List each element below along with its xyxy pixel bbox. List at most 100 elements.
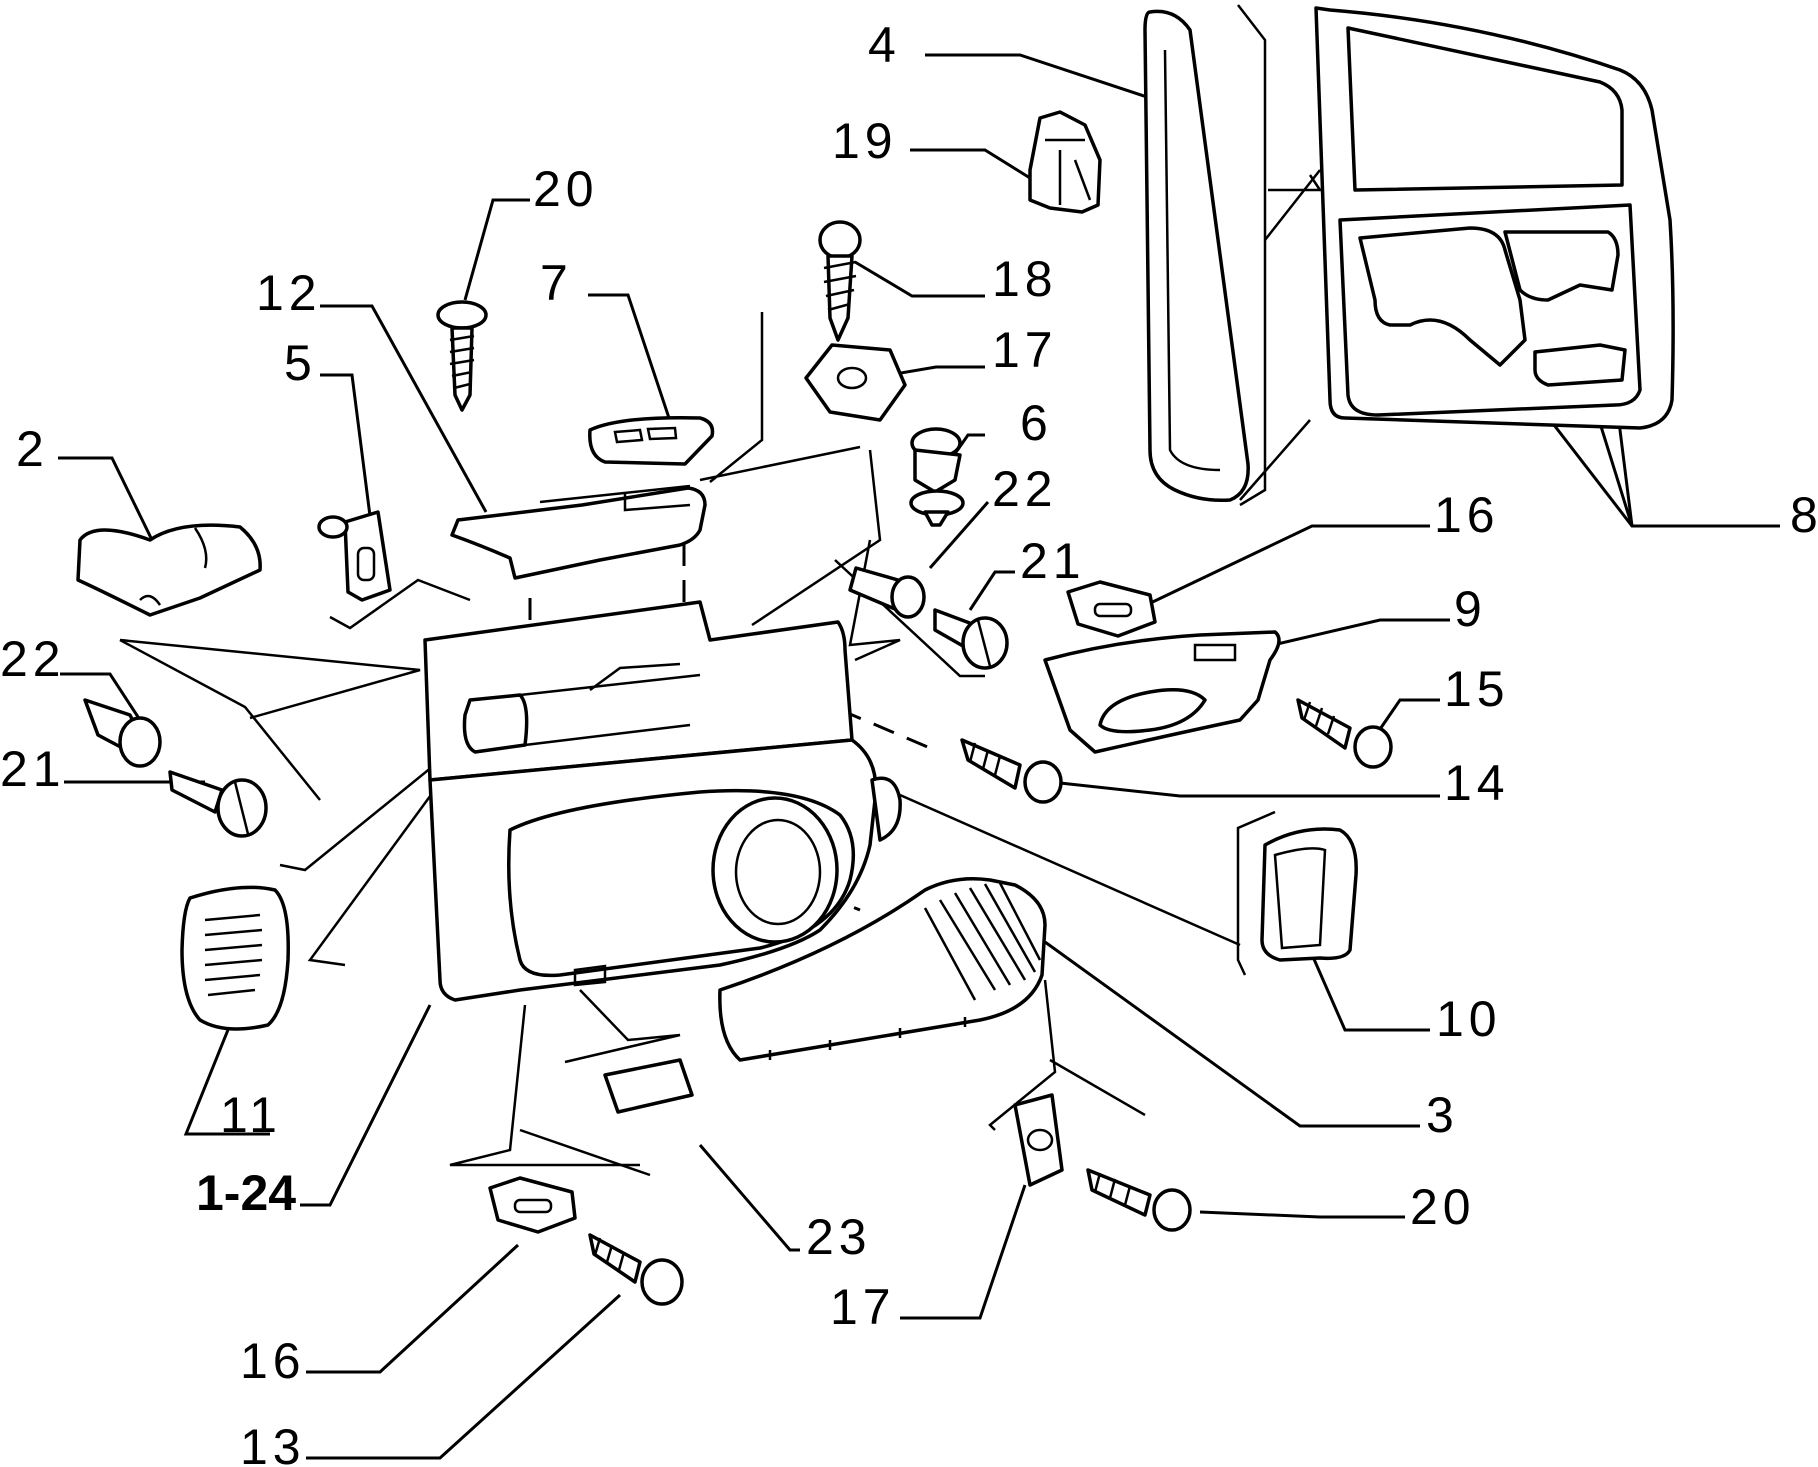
screw-21-right-slot: [976, 619, 992, 667]
screw-18-head: [818, 220, 862, 260]
guide-3-lines: [988, 979, 1057, 1131]
screw-20-head: [436, 300, 488, 330]
part-labels: 4 19 20 18 12 7 17 5 6 2 22 16 21 8 9 22…: [0, 17, 1818, 1467]
label-14: 14: [1444, 755, 1510, 811]
trim-3-body: [718, 877, 1047, 1062]
screw-13-thread: [593, 1237, 626, 1271]
label-23: 23: [806, 1209, 872, 1265]
leader-1-24: [300, 1004, 432, 1207]
label-1-24: 1-24: [196, 1165, 296, 1221]
leader-3: [1044, 940, 1420, 1128]
panel-speaker-inner: [734, 818, 822, 926]
screw-14-shank: [960, 738, 1022, 790]
part-21-screw-left: [168, 770, 268, 838]
part-22-pin-left: [83, 698, 162, 768]
leader-5: [320, 373, 372, 517]
screw-20-thread: [449, 334, 475, 390]
part-11-speaker-grille: [180, 885, 290, 1031]
clip-5-body: [343, 510, 392, 602]
panel-armrest-detail: [519, 662, 701, 747]
label-9: 9: [1454, 581, 1487, 637]
label-10: 10: [1436, 991, 1502, 1047]
part-1-24-door-panel: [423, 600, 902, 1002]
bezel-9-recess: [1098, 688, 1207, 734]
clip-6-stem: [913, 448, 962, 494]
guide-left-bracket: [329, 578, 471, 630]
trim-3-hatch: [923, 882, 1042, 1001]
panel-armrest-cap: [462, 693, 529, 754]
clip-19-body: [1028, 110, 1102, 214]
nut-17-bottom-body: [1013, 1093, 1064, 1187]
leader-2: [58, 456, 154, 541]
part-9-handle-bezel: [1043, 630, 1281, 754]
label-2: 2: [16, 421, 49, 477]
part-23-pad: [603, 1058, 694, 1114]
armrest-12-top: [539, 484, 691, 512]
grille-11-slots: [204, 913, 263, 997]
label-6: 6: [1020, 395, 1053, 451]
clip-16-top-slot: [1093, 602, 1133, 618]
guide-left-cross: [119, 638, 421, 720]
grille-11-body: [180, 885, 290, 1031]
weatherstrip-edge: [1237, 4, 1267, 507]
label-13: 13: [240, 1419, 306, 1467]
weatherstrip-inner: [1163, 49, 1221, 472]
part-7-switch-bezel: [588, 416, 715, 466]
leader-16-bottom: [306, 1243, 520, 1374]
label-16-top: 16: [1434, 487, 1500, 543]
guide-bottom-23: [564, 989, 681, 1064]
part-10-grommet: [1260, 827, 1358, 962]
screw-15-shank: [1296, 698, 1352, 750]
door-frame-window: [1346, 26, 1624, 192]
panel-bottom-lip: [573, 964, 607, 987]
guide-top-center: [699, 445, 861, 482]
part-17-nut-top: [804, 343, 907, 422]
label-20-bottom: 20: [1410, 1179, 1476, 1235]
screw-15-head: [1353, 725, 1393, 769]
leader-11: [183, 999, 270, 1136]
leader-7: [588, 293, 674, 428]
label-17-top: 17: [992, 322, 1058, 378]
label-16-bottom: 16: [240, 1333, 306, 1389]
leader-20-top: [463, 198, 530, 301]
part-21-screw-right: [933, 608, 1009, 670]
screw-20-bottom-thread: [1093, 1172, 1132, 1206]
screw-14-thread: [968, 742, 1002, 776]
part-15-screw: [1296, 698, 1393, 769]
label-4: 4: [868, 17, 901, 73]
cover-2-body: [76, 523, 262, 617]
label-22-left: 22: [0, 631, 66, 687]
part-20-screw-bottom: [1086, 1168, 1192, 1232]
screw-21-left-shank: [168, 770, 224, 814]
label-19: 19: [832, 113, 898, 169]
screw-14-head: [1023, 760, 1063, 804]
door-cutout-upper-right: [1503, 230, 1620, 302]
clip-6-tip: [923, 510, 950, 527]
guide-door-line-b: [1239, 419, 1311, 501]
leader-22-right: [928, 501, 990, 569]
label-12: 12: [256, 265, 322, 321]
cover-2-detail: [139, 527, 208, 606]
label-17-bottom: 17: [830, 1279, 896, 1335]
part-6-push-clip: [909, 427, 965, 527]
weatherstrip-body: [1143, 9, 1250, 503]
nut-17-top-hole: [836, 366, 868, 390]
label-8: 8: [1790, 487, 1818, 543]
leader-13: [306, 1293, 622, 1460]
guide-3-diag: [1049, 1058, 1146, 1117]
leader-14: [1059, 781, 1440, 798]
label-21-left: 21: [0, 741, 66, 797]
nut-17-top-body: [804, 343, 907, 422]
guide-door-line-a: [1264, 169, 1321, 241]
nut-17-bottom-hole: [1026, 1128, 1054, 1152]
pin-22-left-collar: [118, 716, 162, 768]
pin-22-right-collar: [890, 575, 926, 619]
part-12-armrest-upper: [450, 484, 707, 580]
part-19-clip: [1028, 110, 1102, 214]
label-22-right: 22: [992, 461, 1058, 517]
door-cutout-lower-right: [1533, 343, 1627, 387]
armrest-12-body: [450, 486, 707, 580]
part-22-pin-right: [848, 566, 926, 619]
guide-left-upper: [119, 638, 321, 801]
leader-15: [1374, 698, 1440, 736]
